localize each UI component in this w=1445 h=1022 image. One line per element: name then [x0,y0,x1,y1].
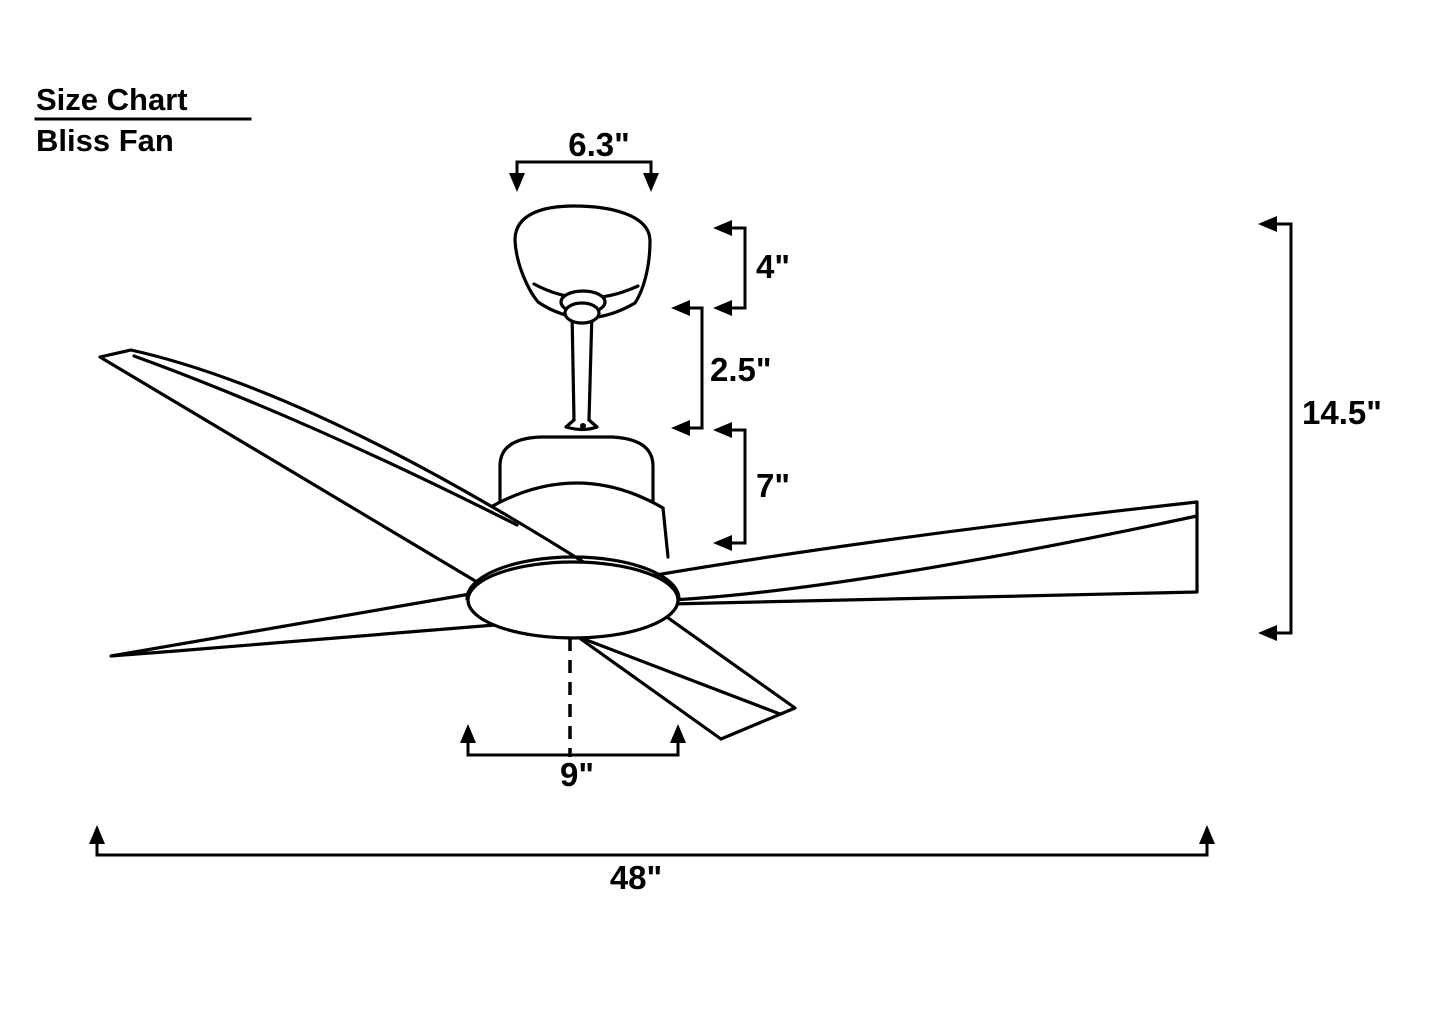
canopy [513,204,652,325]
canopy-collar-inner [563,301,601,325]
arrow-down-icon [643,173,659,192]
arrow-down-icon [509,173,525,192]
arrow-up-icon [1199,825,1215,844]
dim-canopy-width: 6.3" [509,126,659,192]
downrod [564,310,599,432]
dim-downrod-length: 2.5" [671,300,772,436]
fan-blade-lower-right-fold [574,634,782,716]
arrow-left-icon [713,422,732,438]
fan-height-label: 14.5" [1302,394,1382,431]
motor-lower-drum-right-edge [661,506,670,559]
arrow-up-icon [89,825,105,844]
arrow-left-icon [713,300,732,316]
canopy-width-label: 6.3" [568,126,630,163]
motor-height-label: 7" [756,467,790,504]
light-kit-rim [465,555,681,601]
arrow-left-icon [671,300,690,316]
fan-blade-upper-left-fold [132,354,519,527]
dim-fan-height: 14.5" [1258,216,1382,641]
downrod-pin [580,423,586,429]
fan-blade-right-fold [670,514,1199,602]
arrow-left-icon [713,535,732,551]
blade-span-label: 48" [610,859,662,896]
arrow-left-icon [1258,625,1277,641]
fan-blade-right [643,500,1199,606]
arrow-up-icon [460,724,476,743]
fan-blade-upper-left [98,348,587,594]
arrow-left-icon [1258,216,1277,232]
arrow-left-icon [671,420,690,436]
chart-title: Size Chart [36,82,188,117]
arrow-up-icon [670,724,686,743]
arrow-left-icon [713,220,732,236]
dim-motor-height: 7" [713,422,790,551]
downrod-length-label: 2.5" [710,351,772,388]
dim-blade-span: 48" [89,825,1215,896]
dim-light-kit-width: 9" [460,724,686,793]
product-name: Bliss Fan [36,123,174,158]
dim-canopy-height: 4" [713,220,790,316]
light-kit-width-label: 9" [560,756,594,793]
title-block: Size Chart Bliss Fan [34,82,252,158]
motor-lower-drum-rim [487,481,665,510]
canopy-height-label: 4" [756,248,790,285]
light-kit [466,560,680,640]
